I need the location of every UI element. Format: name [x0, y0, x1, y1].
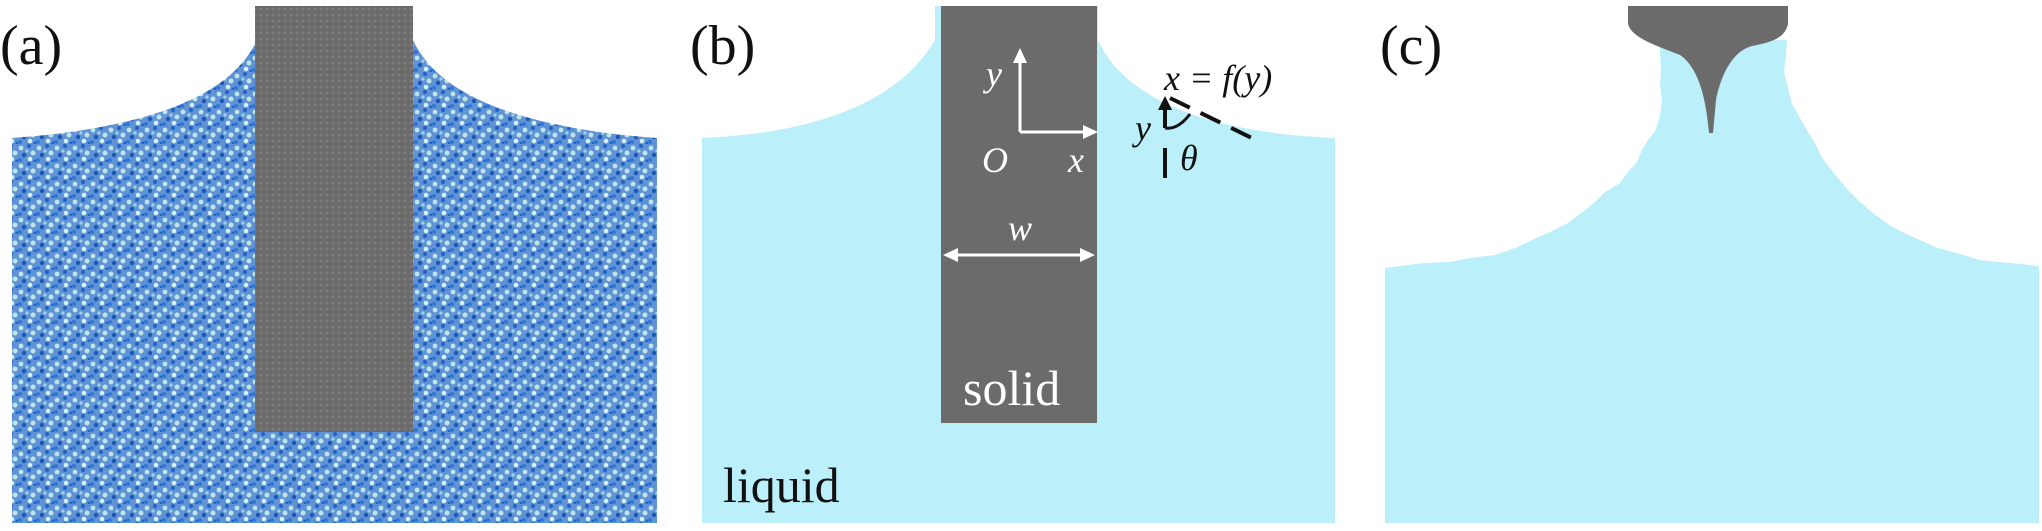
tangent-dashed-line: [1169, 96, 1261, 144]
nozzle-tip: [1628, 6, 1788, 133]
panel-c: (c): [1380, 0, 2042, 531]
panel-label-a: (a): [0, 15, 62, 77]
solid-plate: [255, 6, 413, 432]
panel-label-c: (c): [1380, 15, 1442, 77]
x-axis-arrowhead: [1083, 125, 1098, 139]
panel-b: y x O w solid liquid x = f(y) y θ (b): [690, 0, 1380, 531]
x-axis-label: x: [1067, 140, 1084, 180]
liquid-region: [1385, 40, 2039, 523]
contact-y-arrowhead: [1158, 96, 1172, 110]
width-arrowhead-right: [1080, 248, 1095, 262]
panel-a-figure: (a): [0, 6, 657, 523]
y-axis-label: y: [983, 54, 1002, 94]
origin-label: O: [982, 140, 1008, 180]
contact-angle-label: θ: [1180, 138, 1198, 178]
liquid-label: liquid: [723, 457, 840, 513]
width-arrowhead-left: [943, 248, 958, 262]
width-label: w: [1008, 208, 1032, 248]
panel-a: (a): [0, 0, 690, 531]
panel-c-figure: (c): [1380, 6, 2039, 523]
solid-label: solid: [963, 360, 1060, 416]
contact-angle-arc: [1164, 113, 1192, 130]
panel-label-b: (b): [690, 15, 755, 77]
panel-b-figure: y x O w solid liquid x = f(y) y θ (b): [690, 6, 1335, 523]
y-axis-arrowhead: [1013, 48, 1027, 63]
contact-y-label: y: [1132, 108, 1151, 148]
interface-equation: x = f(y): [1163, 58, 1272, 98]
